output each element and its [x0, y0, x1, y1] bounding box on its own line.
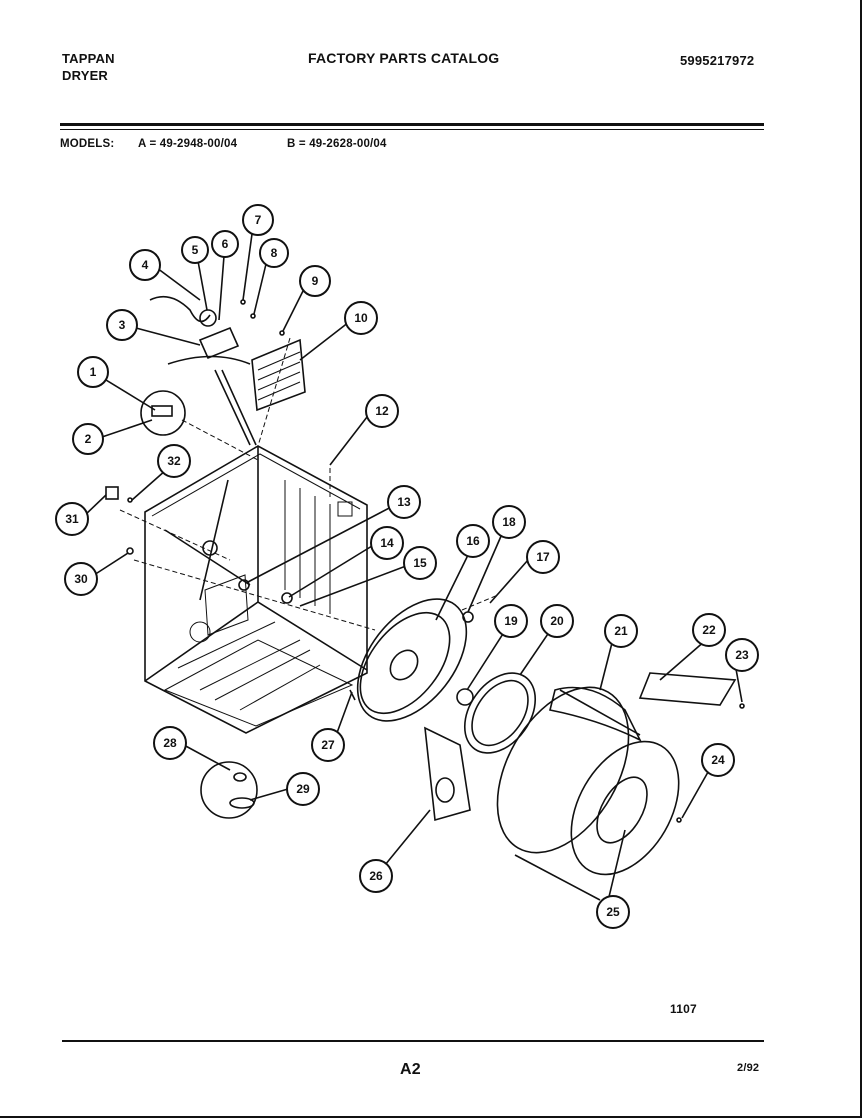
svg-text:27: 27 — [321, 738, 335, 752]
svg-text:24: 24 — [711, 753, 725, 767]
callout-3: 3 — [106, 309, 138, 341]
callout-14: 14 — [370, 526, 404, 560]
svg-text:30: 30 — [74, 572, 88, 586]
callout-4: 4 — [129, 249, 161, 281]
callout-26: 26 — [359, 859, 393, 893]
models-label: MODELS: — [60, 138, 115, 150]
callout-30: 30 — [64, 562, 98, 596]
svg-text:14: 14 — [380, 536, 394, 550]
svg-text:12: 12 — [375, 404, 389, 418]
leader-lines — [83, 233, 743, 902]
svg-text:29: 29 — [296, 782, 310, 796]
cabinet-drawing — [144, 445, 368, 734]
svg-text:31: 31 — [65, 512, 79, 526]
svg-text:8: 8 — [271, 246, 278, 260]
callout-20: 20 — [540, 604, 574, 638]
callout-15: 15 — [403, 546, 437, 580]
svg-text:19: 19 — [504, 614, 518, 628]
callout-25: 25 — [596, 895, 630, 929]
svg-text:1: 1 — [90, 365, 97, 379]
callout-17: 17 — [526, 540, 560, 574]
svg-text:4: 4 — [142, 258, 149, 272]
model-a: A = 49-2948-00/04 — [138, 138, 238, 150]
illustration-number: 1107 — [670, 1002, 697, 1016]
callout-1: 1 — [77, 356, 109, 388]
svg-text:32: 32 — [167, 454, 181, 468]
callout-29: 29 — [286, 772, 320, 806]
svg-text:28: 28 — [163, 736, 177, 750]
callout-2: 2 — [72, 423, 104, 455]
callout-28: 28 — [153, 726, 187, 760]
svg-text:25: 25 — [606, 905, 620, 919]
svg-text:17: 17 — [536, 550, 550, 564]
svg-text:7: 7 — [255, 213, 262, 227]
revision-date: 2/92 — [737, 1062, 760, 1074]
svg-text:9: 9 — [312, 274, 319, 288]
callout-23: 23 — [725, 638, 759, 672]
catalog-title: FACTORY PARTS CATALOG — [308, 50, 500, 66]
svg-text:23: 23 — [735, 648, 749, 662]
brand-label: TAPPAN — [62, 51, 115, 66]
svg-text:6: 6 — [222, 237, 229, 251]
callout-7: 7 — [242, 204, 274, 236]
callout-6: 6 — [211, 230, 239, 258]
footer-rule — [62, 1040, 764, 1042]
svg-text:21: 21 — [614, 624, 628, 638]
svg-text:16: 16 — [466, 534, 480, 548]
page-id: A2 — [400, 1061, 421, 1078]
svg-text:18: 18 — [502, 515, 516, 529]
svg-text:20: 20 — [550, 614, 564, 628]
callout-24: 24 — [701, 743, 735, 777]
part-number: 5995217972 — [680, 53, 755, 68]
svg-text:3: 3 — [119, 318, 126, 332]
drum-assembly-drawing — [200, 594, 745, 901]
callout-10: 10 — [344, 301, 378, 335]
callout-9: 9 — [299, 265, 331, 297]
callout-21: 21 — [604, 614, 638, 648]
callout-5: 5 — [181, 236, 209, 264]
callout-19: 19 — [494, 604, 528, 638]
callout-8: 8 — [259, 238, 289, 268]
callout-32: 32 — [157, 444, 191, 478]
callout-27: 27 — [311, 728, 345, 762]
callout-18: 18 — [492, 505, 526, 539]
svg-text:22: 22 — [702, 623, 716, 637]
svg-text:2: 2 — [85, 432, 92, 446]
svg-text:5: 5 — [192, 243, 199, 257]
callout-13: 13 — [387, 485, 421, 519]
svg-text:10: 10 — [354, 311, 368, 325]
header-rule-thick — [60, 123, 764, 126]
upper-parts-drawing — [105, 295, 376, 631]
callout-22: 22 — [692, 613, 726, 647]
model-b: B = 49-2628-00/04 — [287, 138, 387, 150]
callout-16: 16 — [456, 524, 490, 558]
svg-text:15: 15 — [413, 556, 427, 570]
svg-text:26: 26 — [369, 869, 383, 883]
callout-31: 31 — [55, 502, 89, 536]
callout-12: 12 — [365, 394, 399, 428]
svg-text:13: 13 — [397, 495, 411, 509]
header-rule-thin — [60, 129, 764, 130]
product-label: DRYER — [62, 68, 109, 83]
